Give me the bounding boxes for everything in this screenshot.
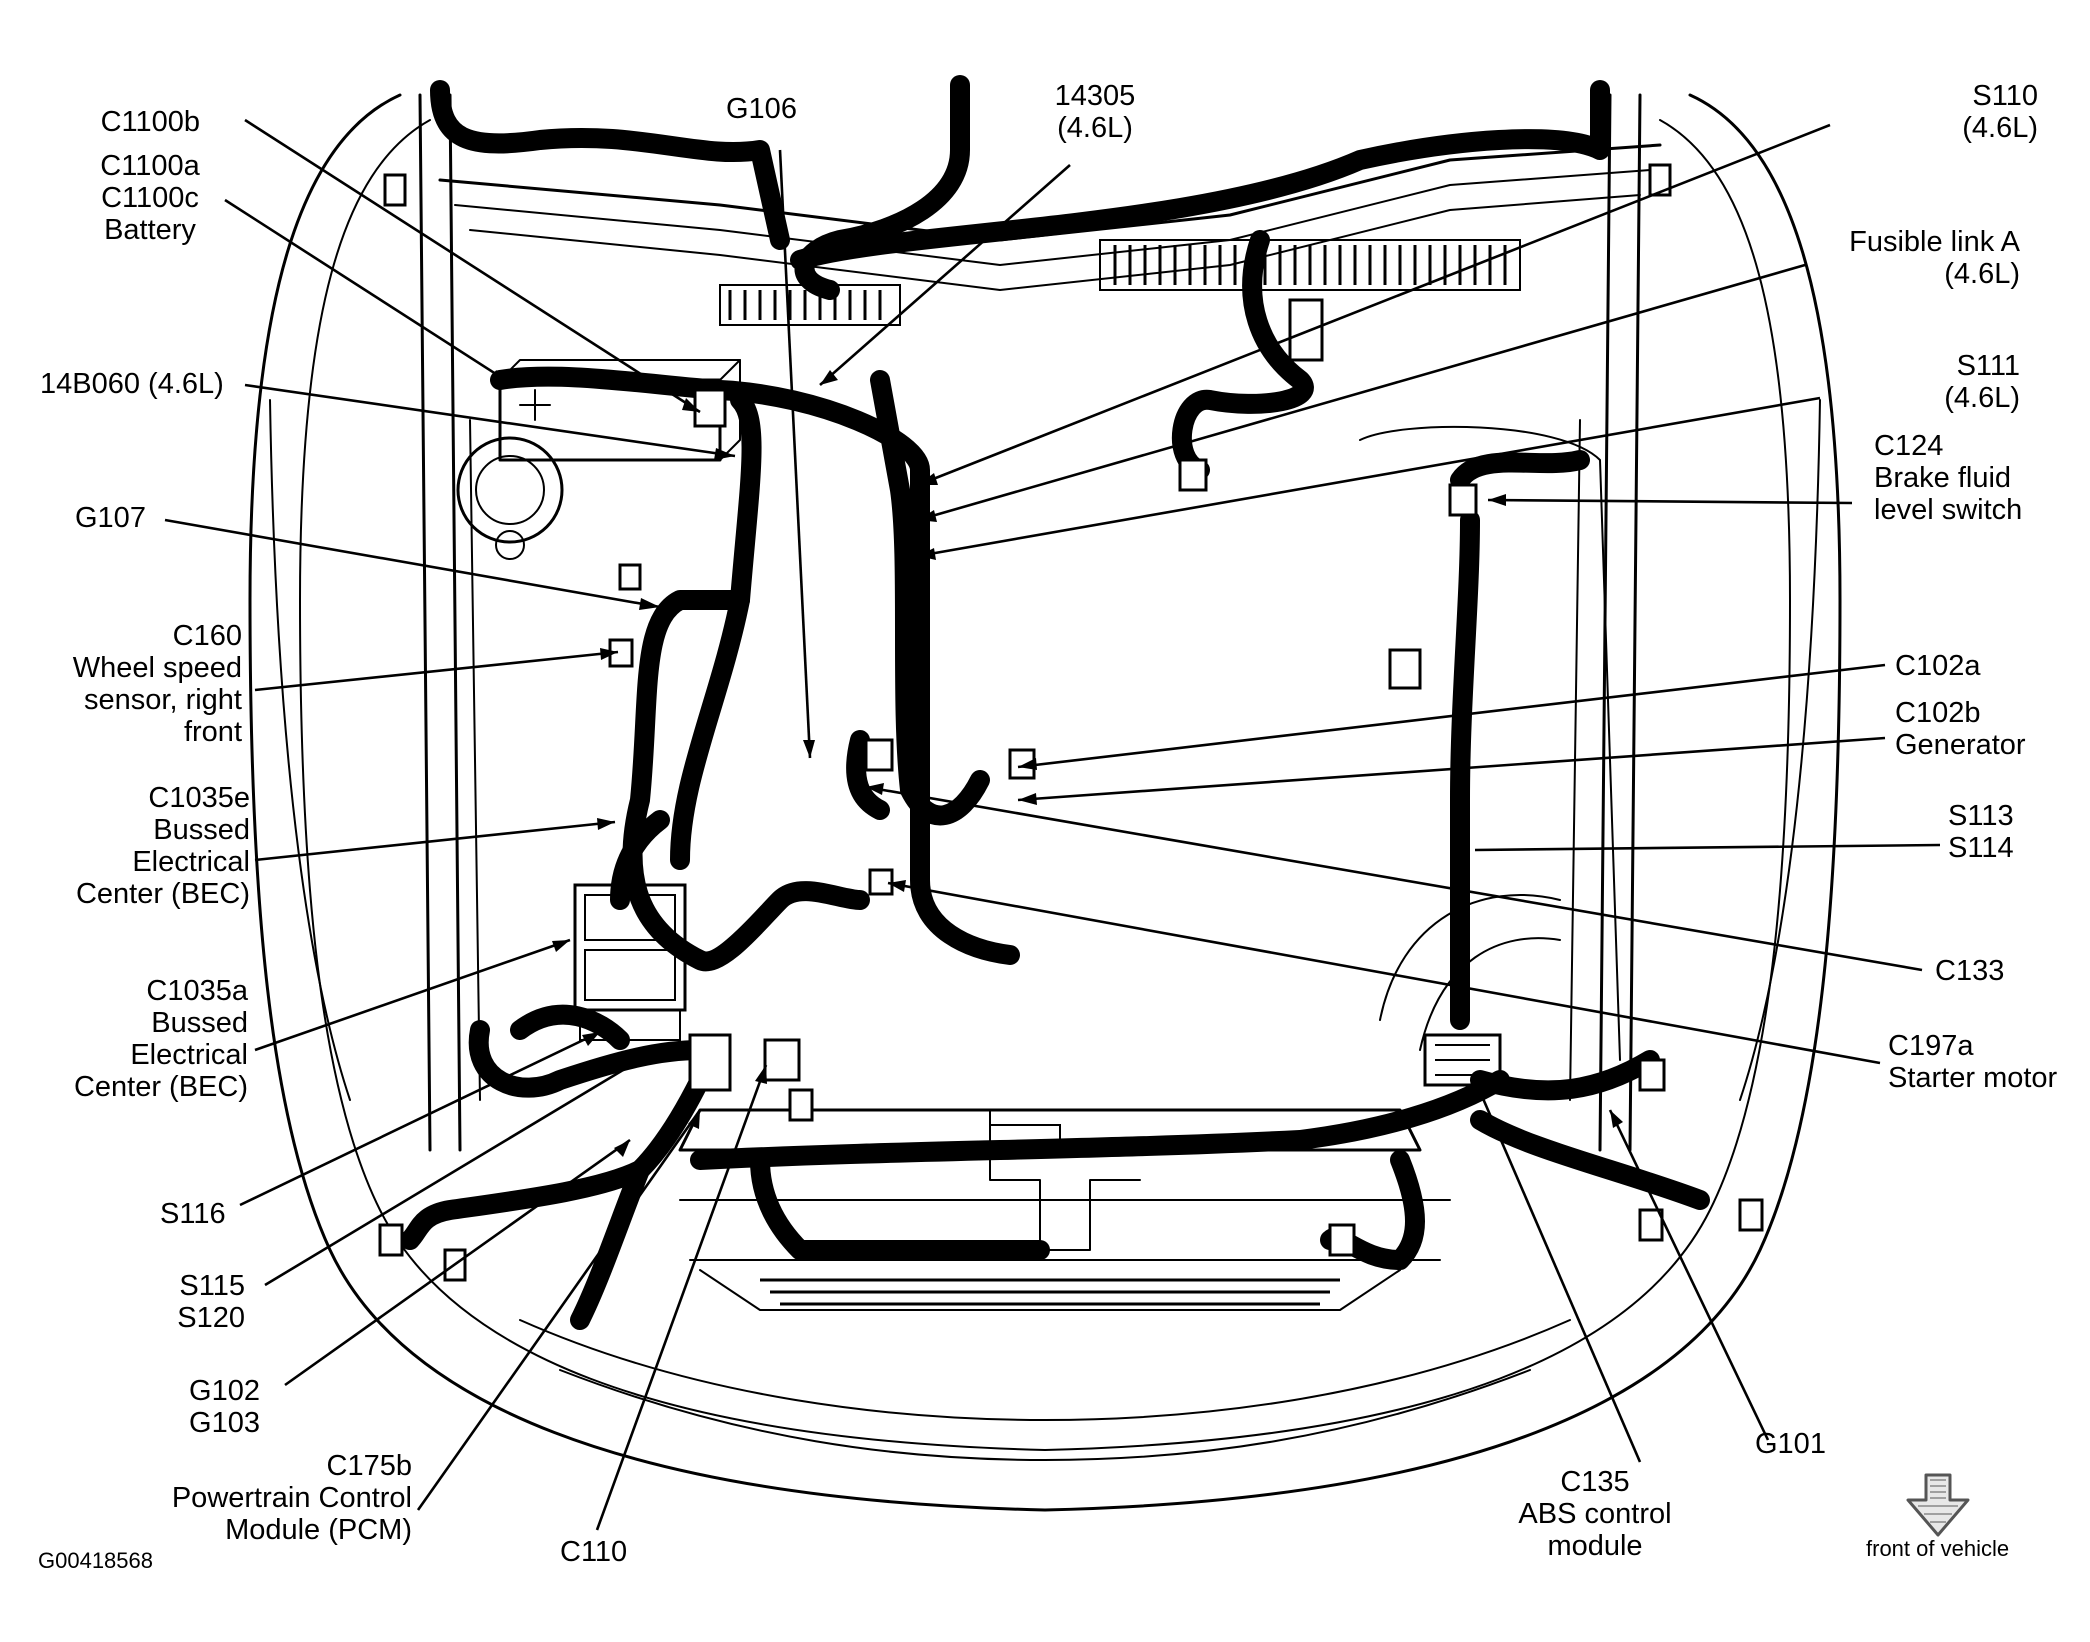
arrow-down-icon — [1906, 1473, 1970, 1537]
leader-c135 — [1473, 1079, 1642, 1463]
frame-rails — [418, 93, 1642, 1152]
leader-s115 — [264, 1050, 654, 1287]
leader-s116 — [239, 1030, 601, 1207]
label-c110: C110 — [560, 1536, 628, 1568]
leader-c160 — [254, 650, 619, 692]
label-g106: G106 — [726, 93, 797, 125]
label-c197a: C197a Starter motor — [1888, 1030, 2058, 1094]
leader-14b060 — [244, 383, 736, 458]
leader-14305 — [819, 164, 1071, 386]
label-c133: C133 — [1935, 955, 2005, 987]
cowl-firewall — [438, 143, 1662, 326]
leader-s110 — [917, 123, 1831, 487]
label-c102a: C102a — [1895, 650, 1981, 682]
radiator-support — [678, 1108, 1451, 1311]
label-c135: C135 ABS control module — [1518, 1466, 1672, 1562]
label-g107: G107 — [75, 502, 146, 534]
brake-booster — [456, 436, 564, 560]
leader-c197a — [887, 881, 1881, 1065]
label-c1100ac-battery: C1100a C1100c Battery — [100, 150, 200, 246]
leader-c102a — [1017, 663, 1886, 769]
label-c1035e: C1035e Bussed Electrical Center (BEC) — [75, 782, 250, 910]
label-14b060: 14B060 (4.6L) — [40, 368, 224, 400]
direction-note: front of vehicle — [1866, 1536, 2010, 1561]
connectors — [378, 163, 1764, 1282]
leader-g107 — [164, 518, 661, 609]
label-s113-s114: S113 S114 — [1948, 800, 2014, 864]
leader-g106 — [778, 149, 812, 759]
leader-c102b — [1017, 736, 1886, 802]
leader-lines — [164, 118, 1941, 1531]
label-s116: S116 — [160, 1198, 226, 1230]
leader-c1035e — [254, 820, 616, 862]
label-c102b: C102b Generator — [1895, 697, 2026, 761]
leader-s113 — [1474, 843, 1941, 852]
figure-id: G00418568 — [38, 1548, 153, 1573]
label-g101: G101 — [1755, 1428, 1826, 1460]
leader-c124 — [1487, 498, 1853, 505]
leader-s111 — [917, 396, 1821, 558]
label-s115-s120: S115 S120 — [177, 1270, 245, 1334]
leader-c133 — [865, 785, 1923, 972]
leader-c110 — [595, 1064, 768, 1531]
label-c1100b: C1100b — [100, 106, 200, 138]
label-c160: C160 Wheel speed sensor, right front — [72, 620, 242, 748]
leader-c1100ac — [224, 198, 511, 385]
label-fusible-link-a: Fusible link A (4.6L) — [1849, 226, 2020, 290]
label-c1035a: C1035a Bussed Electrical Center (BEC) — [73, 975, 248, 1103]
wiring-harness — [400, 75, 1710, 1330]
vehicle-body-outline — [248, 93, 1842, 1512]
label-14305: 14305 (4.6L) — [1054, 80, 1136, 144]
abs-module — [1423, 1033, 1502, 1087]
leader-c1100b — [244, 118, 701, 414]
leader-g102 — [284, 1138, 631, 1387]
leader-c175b — [416, 1109, 702, 1511]
label-c124: C124 Brake fluid level switch — [1874, 430, 2023, 526]
leader-g101 — [1608, 1109, 1770, 1441]
leader-fusible — [917, 263, 1806, 522]
label-s110: S110 (4.6L) — [1962, 80, 2038, 144]
label-c175b: C175b Powertrain Control Module (PCM) — [171, 1450, 412, 1546]
leader-arrowheads — [492, 370, 1623, 1157]
label-s111: S111 (4.6L) — [1944, 350, 2020, 414]
label-g102-g103: G102 G103 — [189, 1375, 260, 1439]
leader-c1035a — [254, 938, 571, 1052]
